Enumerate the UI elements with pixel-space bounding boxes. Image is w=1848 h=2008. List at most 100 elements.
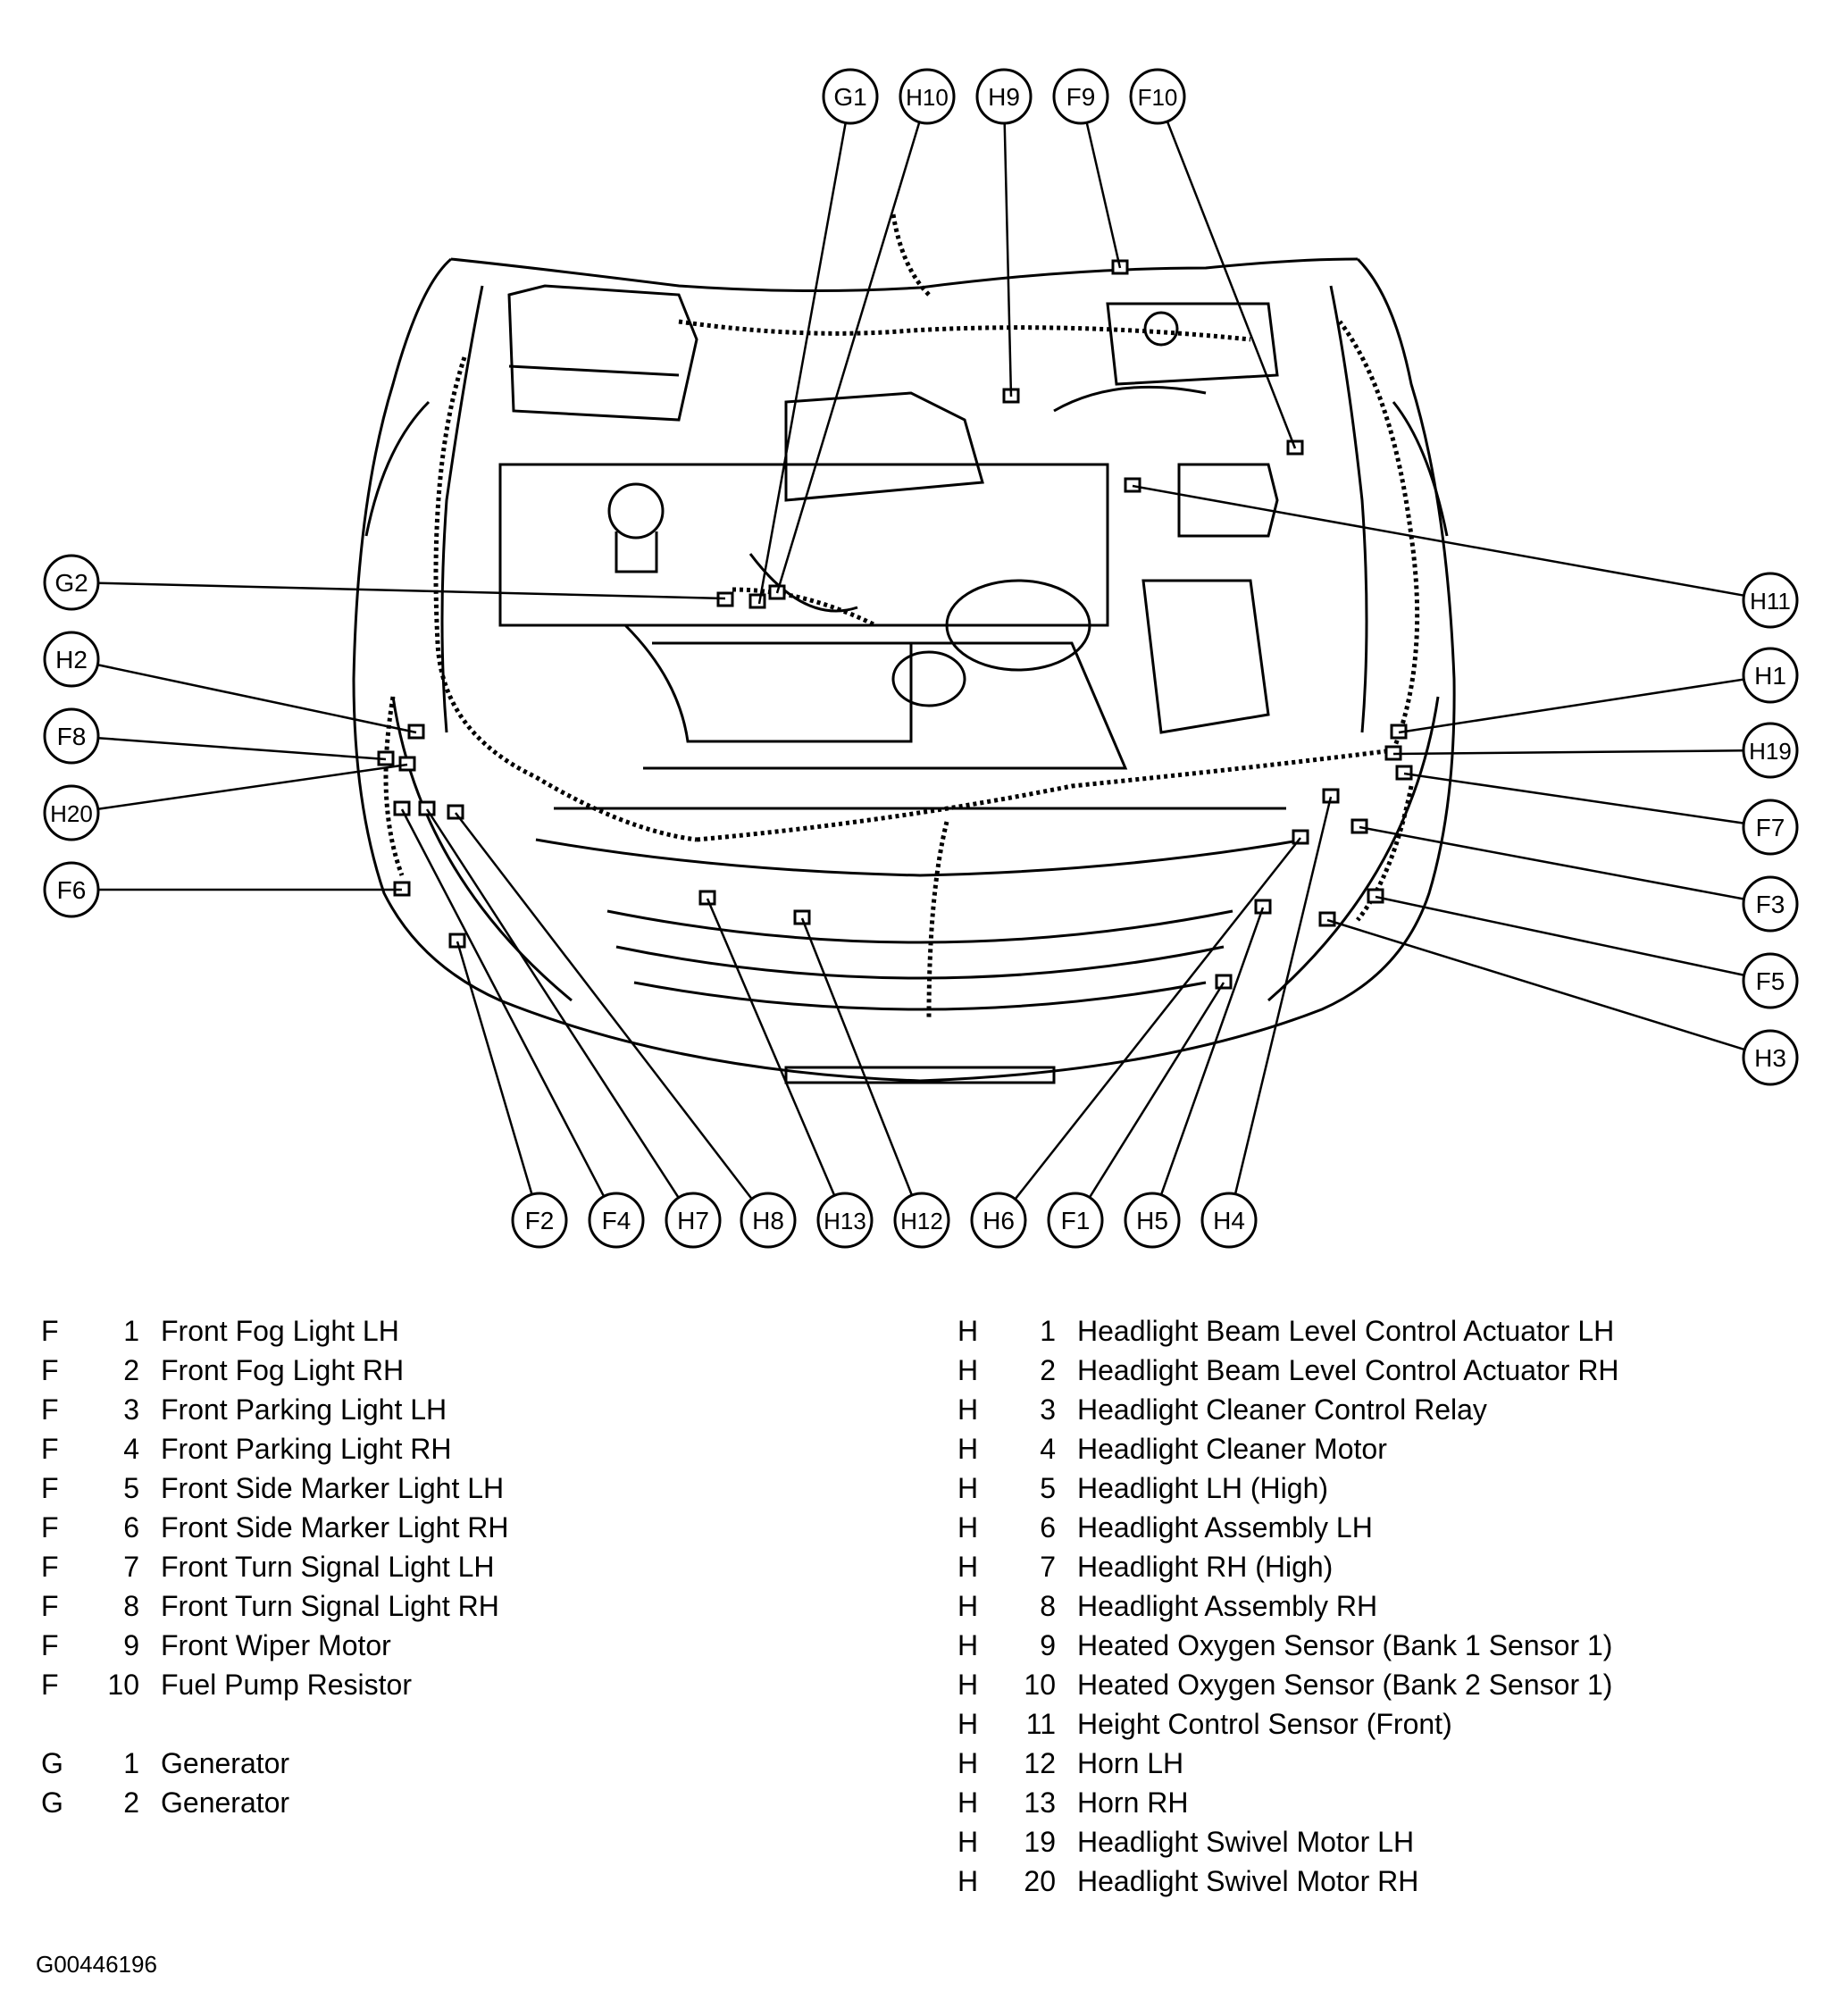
callout-h20: H20 [43,784,100,841]
leader-line-h4 [1233,796,1333,1195]
callout-h19: H19 [1742,722,1799,779]
callout-f1: F1 [1047,1192,1104,1249]
legend-code-letter: F [41,1590,59,1622]
callout-text: H10 [906,84,949,111]
legend-code-number: 4 [1040,1433,1056,1465]
legend-description: Heated Oxygen Sensor (Bank 2 Sensor 1) [1077,1669,1613,1701]
legend-code-number: 5 [1040,1472,1056,1504]
callout-text: F2 [525,1207,555,1234]
legend-code-letter: F [41,1629,59,1661]
legend-code-number: 19 [1024,1826,1056,1858]
callout-text: F1 [1061,1207,1091,1234]
callout-circle [822,68,879,125]
legend-code-letter: F [41,1669,59,1701]
legend-description: Front Parking Light LH [161,1393,447,1426]
callout-text: H4 [1213,1207,1245,1234]
legend-description: Headlight Swivel Motor LH [1077,1826,1415,1858]
callout-h3: H3 [1742,1029,1799,1086]
legend-code-number: 20 [1024,1865,1056,1897]
legend-description: Front Side Marker Light RH [161,1511,509,1544]
callout-circle [1129,68,1186,125]
legend-code-number: 8 [1040,1590,1056,1622]
callout-text: F7 [1756,814,1785,841]
legend-description: Height Control Sensor (Front) [1077,1708,1452,1740]
legend-description: Front Wiper Motor [161,1629,391,1661]
legend-code-letter: F [41,1511,59,1544]
legend-code-number: 12 [1024,1747,1056,1779]
callout-text: H5 [1136,1207,1168,1234]
callout-circle [43,554,100,611]
legend-code-number: 10 [107,1669,139,1701]
callout-text: H8 [752,1207,784,1234]
callout-h6: H6 [970,1192,1027,1249]
leader-line-h5 [1159,907,1265,1196]
callout-circle [1052,68,1109,125]
legend-code-letter: F [41,1472,59,1504]
leader-line-f3 [1359,825,1744,900]
legend-item: H 19 Headlight Swivel Motor LH [957,1822,1833,1862]
legend-code-number: 8 [123,1590,139,1622]
legend-code-letter: H [957,1354,979,1386]
connectors [377,259,1413,990]
callout-circle [1742,1029,1799,1086]
callout-circle [970,1192,1027,1249]
callout-circle [816,1192,874,1249]
legend-code-letter: H [957,1551,979,1583]
callout-text: F8 [57,723,87,750]
callout-circle [43,861,100,918]
legend-code-number: 7 [123,1551,139,1583]
callout-f8: F8 [43,707,100,765]
callout-h7: H7 [665,1192,722,1249]
legend-code-number: 3 [123,1393,139,1426]
callout-circle [740,1192,797,1249]
legend-description: Front Fog Light RH [161,1354,405,1386]
callout-circle [588,1192,645,1249]
callout-circle [43,784,100,841]
callout-circle [1742,952,1799,1009]
legend-description: Headlight Cleaner Control Relay [1077,1393,1487,1426]
callout-h1: H1 [1742,647,1799,704]
leader-line-g2 [97,581,726,600]
leader-line-h1 [1398,678,1744,734]
leader-line-f9 [1085,121,1122,269]
legend-code-number: 2 [123,1354,139,1386]
leader-line-h13 [706,898,836,1196]
callout-text: H3 [1754,1044,1786,1072]
callout-f5: F5 [1742,952,1799,1009]
callout-circle [1742,799,1799,856]
legend-code-number: 9 [123,1629,139,1661]
callout-leaders [97,121,1745,1201]
legend-code-number: 2 [1040,1354,1056,1386]
legend-description: Headlight Assembly LH [1077,1511,1373,1544]
leader-line-f5 [1375,895,1744,976]
legend-description: Generator [161,1786,290,1819]
leader-line-f10 [1166,121,1297,449]
leader-line-f7 [1403,772,1744,824]
callout-circle [1742,875,1799,933]
legend-code-letter: H [957,1590,979,1622]
callout-h2: H2 [43,631,100,688]
legend-code-letter: H [957,1826,979,1858]
leader-line-h3 [1326,918,1745,1051]
legend-code-letter: H [957,1669,979,1701]
callout-f4: F4 [588,1192,645,1249]
